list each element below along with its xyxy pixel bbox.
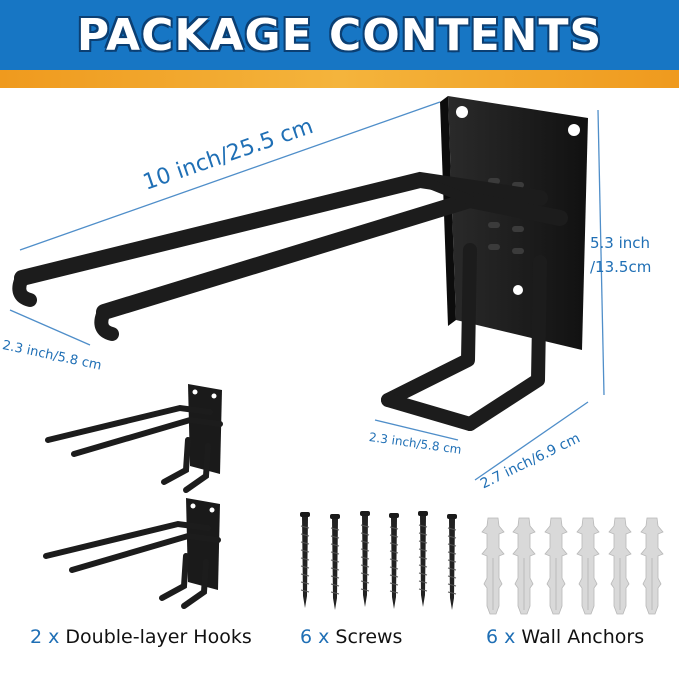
caption-anchors-label: Wall Anchors bbox=[521, 626, 645, 648]
small-hook-2 bbox=[43, 498, 221, 609]
small-hook-1 bbox=[45, 384, 223, 493]
caption-screws: 6 x Screws bbox=[300, 626, 402, 648]
caption-hooks: 2 x Double-layer Hooks bbox=[30, 626, 252, 648]
wall-anchor bbox=[640, 517, 664, 615]
main-hook bbox=[12, 96, 588, 431]
wall-anchor bbox=[512, 517, 536, 615]
screws bbox=[300, 511, 457, 610]
banner-title: PACKAGE CONTENTS bbox=[76, 10, 603, 61]
screw bbox=[360, 511, 370, 607]
caption-anchors: 6 x Wall Anchors bbox=[486, 626, 644, 648]
wall-anchor bbox=[481, 517, 505, 615]
wall-anchors bbox=[481, 517, 664, 615]
caption-hooks-qty: 2 x bbox=[30, 626, 60, 648]
screw bbox=[389, 513, 399, 609]
caption-screws-qty: 6 x bbox=[300, 626, 330, 648]
screw bbox=[300, 512, 310, 608]
dimension-lines bbox=[9, 101, 605, 481]
screw bbox=[418, 511, 428, 607]
wall-anchor bbox=[576, 517, 600, 615]
screw bbox=[447, 514, 457, 610]
caption-screws-label: Screws bbox=[335, 626, 403, 648]
title-banner: PACKAGE CONTENTS bbox=[0, 0, 679, 88]
height-cm-label: /13.5cm bbox=[590, 258, 652, 276]
banner-blue-band bbox=[0, 0, 679, 70]
caption-anchors-qty: 6 x bbox=[486, 626, 516, 648]
caption-hooks-label: Double-layer Hooks bbox=[65, 626, 252, 648]
wall-anchor bbox=[608, 517, 632, 615]
height-inch-label: 5.3 inch bbox=[590, 234, 651, 252]
screw bbox=[330, 514, 340, 610]
wall-anchor bbox=[544, 517, 568, 615]
